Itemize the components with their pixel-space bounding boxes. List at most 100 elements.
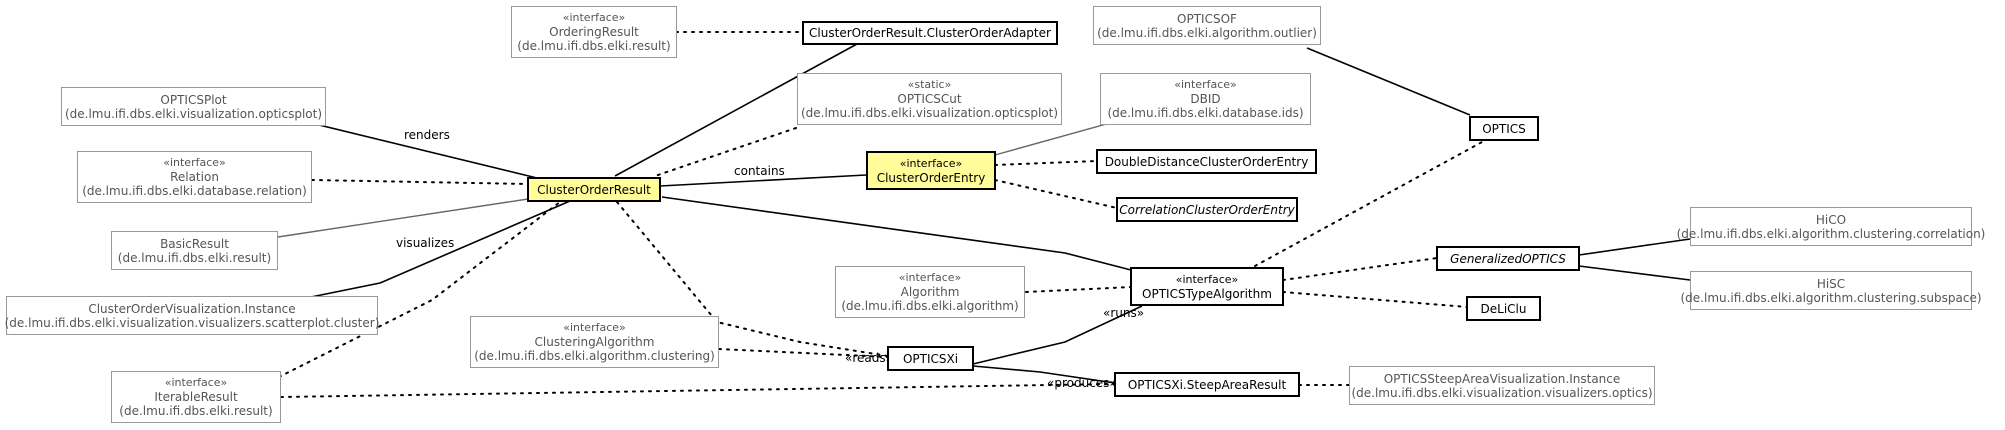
edge-label-renders: renders	[404, 128, 450, 142]
node-stereotype: «interface»	[164, 376, 228, 389]
node-stereotype: «interface»	[1174, 78, 1237, 91]
edge-clusterorderresult-entry	[659, 174, 867, 187]
node-opticscut[interactable]: «static» OPTICSCut (de.lmu.ifi.dbs.elki.…	[797, 73, 1062, 125]
node-package: (de.lmu.ifi.dbs.elki.algorithm)	[841, 299, 1019, 313]
node-package: (de.lmu.ifi.dbs.elki.result)	[119, 404, 273, 418]
node-package: (de.lmu.ifi.dbs.elki.result)	[517, 39, 671, 53]
edge-generalized-hico	[1578, 238, 1691, 256]
node-name: OPTICSSteepAreaVisualization.Instance	[1383, 371, 1621, 386]
node-cluster-order-adapter[interactable]: ClusterOrderResult.ClusterOrderAdapter	[802, 21, 1058, 45]
node-name: ClusterOrderVisualization.Instance	[88, 301, 296, 316]
edge-algorithm-opticstype	[1025, 286, 1132, 293]
edge-basicresult-clusterorderresult	[277, 198, 529, 238]
node-name: OPTICSXi.SteepAreaResult	[1127, 377, 1287, 392]
edge-clusterorderresult-adapter	[614, 43, 858, 177]
node-name: HiCO	[1815, 212, 1847, 227]
edge-iterable-steeparea	[280, 383, 1115, 398]
node-hico[interactable]: HiCO (de.lmu.ifi.dbs.elki.algorithm.clus…	[1677, 207, 1985, 246]
node-name: ClusterOrderResult.ClusterOrderAdapter	[809, 26, 1051, 40]
node-package: (de.lmu.ifi.dbs.elki.database.relation)	[82, 184, 307, 198]
edge-label-runs: «runs»	[1103, 306, 1144, 320]
node-dbid[interactable]: «interface» DBID (de.lmu.ifi.dbs.elki.da…	[1100, 73, 1311, 125]
node-basic-result[interactable]: BasicResult (de.lmu.ifi.dbs.elki.result)	[111, 231, 278, 270]
edge-opticstype-clusterorderresult	[661, 196, 1132, 271]
node-package: (de.lmu.ifi.dbs.elki.visualization.optic…	[64, 106, 323, 121]
node-stereotype: «interface»	[898, 271, 962, 284]
node-steep-area-visualization[interactable]: OPTICSSteepAreaVisualization.Instance (d…	[1349, 366, 1655, 405]
edge-label-reads: «reads»	[845, 351, 893, 365]
node-deliclu[interactable]: DeLiClu	[1466, 296, 1541, 321]
node-name: DBID	[1190, 92, 1221, 106]
node-package: (de.lmu.ifi.dbs.elki.visualization.visua…	[1351, 385, 1653, 400]
edge-opticstype-deliclu	[1282, 291, 1468, 308]
node-package: (de.lmu.ifi.dbs.elki.visualization.visua…	[4, 315, 380, 330]
node-generalized-optics[interactable]: GeneralizedOPTICS	[1436, 246, 1580, 271]
edge-opticscut-clusterorderresult	[654, 127, 797, 177]
node-name: DeLiClu	[1480, 301, 1527, 316]
node-name: CorrelationClusterOrderEntry	[1119, 202, 1295, 217]
node-package: (de.lmu.ifi.dbs.elki.algorithm.clusterin…	[1680, 290, 1982, 305]
edge-label-produces: «produces»	[1047, 376, 1117, 390]
node-iterable-result[interactable]: «interface» IterableResult (de.lmu.ifi.d…	[111, 371, 281, 423]
node-name: BasicResult	[160, 236, 229, 251]
edge-entry-dbid	[994, 122, 1111, 156]
node-optics-type-algorithm[interactable]: «interface» OPTICSTypeAlgorithm	[1130, 267, 1284, 306]
edge-opticsxi-steeparea	[972, 365, 1116, 384]
node-name: OPTICSCut	[897, 92, 962, 106]
node-cluster-order-result[interactable]: ClusterOrderResult	[527, 177, 661, 202]
node-double-distance-entry[interactable]: DoubleDistanceClusterOrderEntry	[1096, 149, 1317, 174]
node-stereotype: «static»	[907, 78, 952, 91]
node-name: OrderingResult	[549, 25, 639, 39]
node-name: ClusterOrderEntry	[876, 170, 986, 185]
edge-opticsof-optics	[1306, 47, 1471, 116]
edge-opticsplot-clusterorderresult	[314, 123, 538, 179]
node-opticsxi[interactable]: OPTICSXi	[887, 346, 974, 371]
node-opticsplot[interactable]: OPTICSPlot (de.lmu.ifi.dbs.elki.visualiz…	[61, 87, 326, 126]
node-name: OPTICS	[1482, 121, 1526, 136]
node-cluster-order-entry[interactable]: «interface» ClusterOrderEntry	[866, 151, 996, 190]
edge-opticstype-optics	[1254, 141, 1483, 267]
node-steep-area-result[interactable]: OPTICSXi.SteepAreaResult	[1114, 372, 1300, 397]
edge-generalized-hisc	[1578, 265, 1691, 281]
node-ordering-result[interactable]: «interface» OrderingResult (de.lmu.ifi.d…	[511, 6, 677, 58]
node-name: Relation	[170, 170, 219, 184]
node-name: HiSC	[1816, 276, 1846, 291]
edge-vis-clusterorderresult	[310, 200, 571, 298]
node-stereotype: «interface»	[563, 321, 626, 334]
node-clustering-algorithm[interactable]: «interface» ClusteringAlgorithm (de.lmu.…	[470, 316, 719, 368]
edge-opticstype-generalized	[1282, 257, 1438, 281]
edge-iterable-clusterorderresult	[278, 201, 561, 378]
node-relation[interactable]: «interface» Relation (de.lmu.ifi.dbs.elk…	[77, 151, 312, 203]
node-name: DoubleDistanceClusterOrderEntry	[1104, 154, 1309, 169]
node-name: GeneralizedOPTICS	[1450, 251, 1566, 266]
node-optics[interactable]: OPTICS	[1469, 116, 1539, 141]
node-stereotype: «interface»	[562, 11, 626, 24]
node-name: Algorithm	[900, 285, 960, 299]
node-name: OPTICSXi	[902, 351, 959, 366]
node-correlation-entry[interactable]: CorrelationClusterOrderEntry	[1116, 197, 1298, 222]
node-opticsof[interactable]: OPTICSOF (de.lmu.ifi.dbs.elki.algorithm.…	[1093, 6, 1321, 45]
node-name: ClusteringAlgorithm	[534, 335, 655, 349]
node-algorithm[interactable]: «interface» Algorithm (de.lmu.ifi.dbs.el…	[835, 266, 1025, 318]
node-stereotype: «interface»	[163, 156, 226, 169]
node-stereotype: «interface»	[1175, 272, 1239, 286]
node-package: (de.lmu.ifi.dbs.elki.database.ids)	[1107, 106, 1304, 120]
node-stereotype: «interface»	[899, 156, 963, 170]
node-name: IterableResult	[154, 390, 238, 404]
edge-label-contains: contains	[734, 164, 785, 178]
node-package: (de.lmu.ifi.dbs.elki.visualization.optic…	[800, 106, 1059, 120]
node-hisc[interactable]: HiSC (de.lmu.ifi.dbs.elki.algorithm.clus…	[1680, 271, 1982, 310]
edge-relation-clusterorderresult	[311, 179, 529, 185]
node-package: (de.lmu.ifi.dbs.elki.algorithm.outlier)	[1097, 25, 1317, 40]
node-visualization-instance[interactable]: ClusterOrderVisualization.Instance (de.l…	[4, 296, 380, 335]
node-name: OPTICSTypeAlgorithm	[1142, 286, 1272, 301]
node-name: OPTICSOF	[1177, 11, 1237, 26]
node-name: ClusterOrderResult	[537, 182, 651, 197]
node-package: (de.lmu.ifi.dbs.elki.result)	[117, 250, 272, 265]
node-package: (de.lmu.ifi.dbs.elki.algorithm.clusterin…	[1676, 226, 1986, 241]
edge-entry-correlation	[994, 179, 1118, 209]
edge-label-visualizes: visualizes	[396, 236, 454, 250]
node-name: OPTICSPlot	[160, 92, 227, 107]
edge-opticsxi-opticstype	[972, 305, 1143, 365]
